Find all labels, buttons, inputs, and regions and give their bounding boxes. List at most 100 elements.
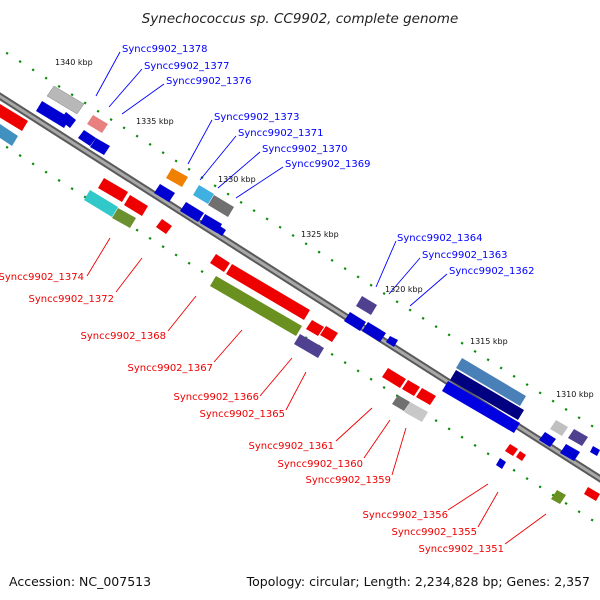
gene-label[interactable]: Syncc9902_1363	[422, 250, 508, 261]
gene-feature[interactable]	[154, 184, 175, 202]
kbp-label: 1335 kbp	[136, 117, 174, 126]
gene-feature[interactable]	[550, 420, 568, 436]
gene-label[interactable]: Syncc9902_1360	[278, 459, 364, 470]
gene-feature[interactable]	[98, 178, 128, 202]
tick-dot	[460, 341, 464, 345]
gene-feature[interactable]	[208, 195, 234, 217]
gene-feature[interactable]	[320, 326, 338, 342]
tick-dot	[512, 468, 516, 472]
kbp-label: 1325 kbp	[301, 230, 339, 239]
tick-dot	[369, 283, 373, 287]
gene-label[interactable]: Syncc9902_1372	[29, 294, 115, 305]
gene-feature[interactable]	[226, 264, 310, 320]
tick-dot	[291, 233, 295, 238]
gene-feature[interactable]	[356, 296, 377, 315]
gene-feature[interactable]	[78, 130, 96, 146]
gene-feature[interactable]	[112, 208, 136, 228]
gene-label[interactable]: Syncc9902_1364	[397, 233, 483, 244]
gene-feature[interactable]	[392, 395, 410, 411]
gene-label[interactable]: Syncc9902_1378	[122, 44, 208, 55]
tick-dot	[148, 236, 152, 240]
tick-dot	[44, 170, 48, 174]
gene-feature[interactable]	[46, 85, 85, 115]
gene-feature[interactable]	[166, 168, 188, 187]
tick-dot	[343, 267, 347, 271]
gene-feature[interactable]	[210, 276, 302, 336]
gene-feature[interactable]	[516, 451, 526, 461]
tick-dot	[473, 443, 477, 447]
gene-label[interactable]: Syncc9902_1369	[285, 159, 371, 170]
gene-label[interactable]: Syncc9902_1362	[449, 266, 535, 277]
gene-label[interactable]: Syncc9902_1361	[249, 441, 335, 452]
gene-label[interactable]: Syncc9902_1359	[306, 475, 392, 486]
gene-feature[interactable]	[584, 487, 600, 501]
tick-dot	[278, 225, 282, 229]
tick-dot	[148, 142, 152, 146]
kbp-label: 1315 kbp	[470, 337, 508, 346]
tick-dot	[382, 385, 386, 389]
gene-feature[interactable]	[402, 380, 420, 396]
gene-feature[interactable]	[416, 388, 436, 405]
tick-dot	[486, 452, 490, 456]
gene-feature[interactable]	[362, 322, 386, 342]
tick-dot	[395, 300, 399, 304]
tick-dot	[122, 126, 126, 130]
gene-feature[interactable]	[193, 185, 214, 204]
gene-feature[interactable]	[590, 446, 600, 456]
gene-label[interactable]: Syncc9902_1365	[200, 409, 286, 420]
gene-feature[interactable]	[36, 101, 70, 128]
gene-label[interactable]: Syncc9902_1371	[238, 128, 324, 139]
gene-feature[interactable]	[0, 104, 28, 131]
gene-feature[interactable]	[539, 432, 556, 447]
gene-feature[interactable]	[0, 124, 18, 146]
tick-dot	[382, 291, 386, 295]
tick-dot	[577, 510, 581, 514]
gene-feature[interactable]	[551, 490, 566, 504]
gene-label[interactable]: Syncc9902_1368	[81, 331, 167, 342]
tick-dot	[96, 109, 100, 113]
gene-feature[interactable]	[456, 358, 526, 406]
gene-label[interactable]: Syncc9902_1370	[262, 144, 348, 155]
tick-dot	[421, 316, 425, 320]
tick-dot	[525, 383, 529, 387]
gene-feature[interactable]	[200, 214, 222, 233]
gene-feature[interactable]	[382, 368, 406, 388]
gene-feature[interactable]	[156, 219, 172, 234]
gene-label[interactable]: Syncc9902_1376	[166, 76, 252, 87]
tick-dot	[330, 258, 334, 262]
gene-label[interactable]: Syncc9902_1374	[0, 272, 84, 283]
gene-label[interactable]: Syncc9902_1367	[128, 363, 214, 374]
gene-feature[interactable]	[306, 320, 324, 336]
gene-feature[interactable]	[210, 254, 230, 272]
gene-label[interactable]: Syncc9902_1351	[419, 544, 505, 555]
gene-label[interactable]: Syncc9902_1356	[363, 510, 449, 521]
gene-feature[interactable]	[496, 458, 506, 469]
gene-feature[interactable]	[386, 336, 398, 347]
gene-feature[interactable]	[124, 195, 148, 216]
reverse-gene-labels: Syncc9902_1374 Syncc9902_1372 Syncc9902_…	[0, 272, 504, 555]
gene-feature[interactable]	[560, 444, 580, 461]
gene-feature[interactable]	[450, 370, 524, 420]
gene-feature[interactable]	[505, 444, 518, 456]
kbp-tick-labels: 1340 kbp 1335 kbp 1330 kbp 1325 kbp 1320…	[55, 58, 594, 399]
gene-label[interactable]: Syncc9902_1373	[214, 112, 300, 123]
gene-label[interactable]: Syncc9902_1366	[174, 392, 260, 403]
gene-feature[interactable]	[568, 429, 588, 446]
gene-feature[interactable]	[90, 138, 110, 155]
tick-dot	[330, 352, 334, 356]
gene-label[interactable]: Syncc9902_1355	[392, 527, 478, 538]
gene-feature[interactable]	[442, 381, 520, 433]
gene-feature[interactable]	[60, 112, 76, 128]
gene-feature[interactable]	[84, 190, 118, 217]
gene-label[interactable]: Syncc9902_1377	[144, 61, 230, 72]
gene-feature[interactable]	[294, 334, 324, 358]
gene-feature[interactable]	[404, 402, 428, 422]
gene-feature[interactable]	[180, 202, 204, 222]
gene-feature[interactable]	[216, 226, 226, 236]
tick-dot	[434, 325, 438, 329]
gene-feature[interactable]	[344, 312, 366, 331]
tick-dot	[447, 333, 451, 337]
tick-dot	[473, 349, 477, 353]
gene-feature[interactable]	[87, 115, 108, 133]
